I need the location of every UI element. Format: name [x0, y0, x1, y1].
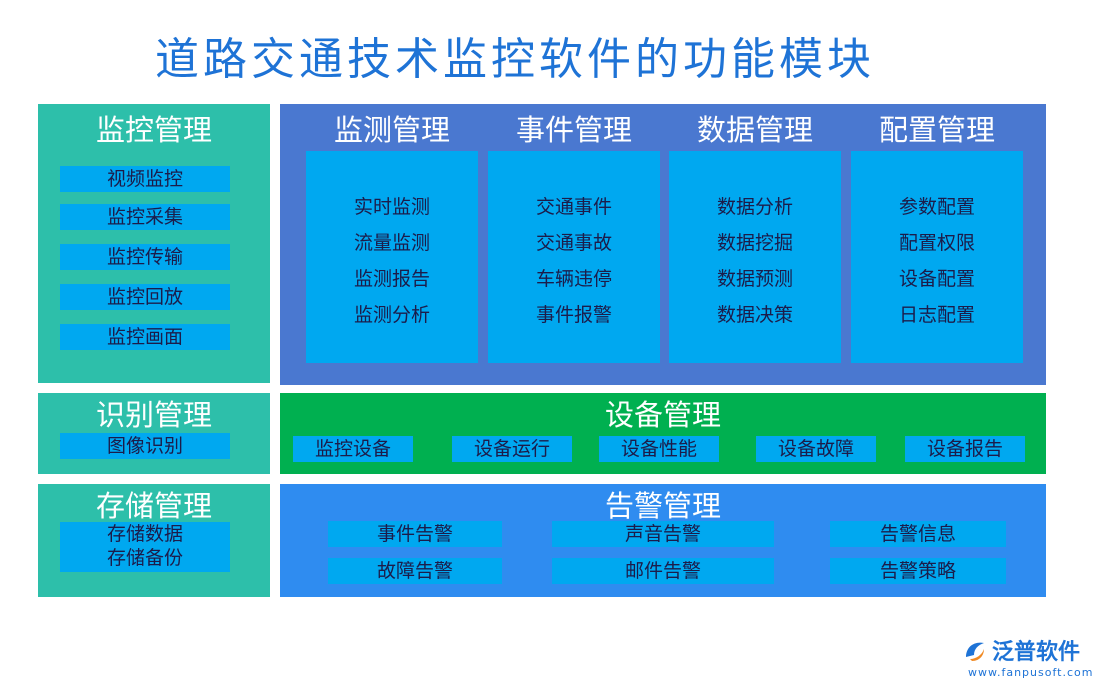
storage-panel: 存储管理 存储数据 存储备份: [38, 484, 270, 597]
column-item: 事件报警: [535, 304, 612, 326]
column-item: 实时监测: [353, 196, 430, 218]
monitor-item: 监控采集: [60, 204, 230, 230]
alarm-title: 告警管理: [604, 489, 721, 523]
alarm-panel: 告警管理 事件告警 声音告警 告警信息 故障告警 邮件告警 告警策略: [280, 484, 1046, 597]
column-title: 配置管理: [878, 113, 995, 147]
storage-items: 存储数据 存储备份: [60, 522, 230, 572]
device-panel: 设备管理 监控设备 设备运行 设备性能 设备故障 设备报告: [280, 393, 1046, 474]
column-title: 监测管理: [333, 113, 450, 147]
column-item: 数据决策: [716, 304, 793, 326]
column-box: 参数配置 配置权限 设备配置 日志配置: [851, 151, 1023, 363]
monitor-item: 监控画面: [60, 324, 230, 350]
column-item: 设备配置: [898, 268, 975, 290]
column-items: 参数配置 配置权限 设备配置 日志配置: [851, 189, 1023, 333]
column-item: 监测分析: [353, 304, 430, 326]
column-title: 数据管理: [696, 113, 813, 147]
column-items: 实时监测 流量监测 监测报告 监测分析: [306, 189, 478, 333]
device-item: 设备运行: [452, 436, 572, 462]
monitor-item: 监控传输: [60, 244, 230, 270]
device-item: 监控设备: [293, 436, 413, 462]
column-title: 事件管理: [515, 113, 632, 147]
column-item: 数据挖掘: [716, 232, 793, 254]
recognition-panel: 识别管理 图像识别: [38, 393, 270, 474]
monitor-item: 监控回放: [60, 284, 230, 310]
column-item: 交通事件: [535, 196, 612, 218]
monitor-title: 监控管理: [95, 113, 212, 147]
device-item: 设备性能: [599, 436, 719, 462]
alarm-item: 告警策略: [830, 558, 1006, 584]
alarm-item: 邮件告警: [552, 558, 774, 584]
monitor-item: 视频监控: [60, 166, 230, 192]
device-item: 设备故障: [756, 436, 876, 462]
core-modules-panel: 监测管理 事件管理 数据管理 配置管理 实时监测 流量监测 监测报告 监测分析 …: [280, 104, 1046, 385]
column-item: 日志配置: [898, 304, 975, 326]
column-item: 监测报告: [353, 268, 430, 290]
column-item: 配置权限: [898, 232, 975, 254]
column-items: 交通事件 交通事故 车辆违停 事件报警: [488, 189, 660, 333]
alarm-item: 告警信息: [830, 521, 1006, 547]
monitor-panel: 监控管理 视频监控 监控采集 监控传输 监控回放 监控画面: [38, 104, 270, 383]
alarm-item: 故障告警: [328, 558, 502, 584]
alarm-item: 事件告警: [328, 521, 502, 547]
column-item: 参数配置: [898, 196, 975, 218]
logo-url[interactable]: www.fanpusoft.com: [968, 666, 1094, 679]
column-item: 车辆违停: [535, 268, 612, 290]
storage-item: 存储数据: [106, 523, 183, 545]
column-item: 交通事故: [535, 232, 612, 254]
column-box: 交通事件 交通事故 车辆违停 事件报警: [488, 151, 660, 363]
alarm-item: 声音告警: [552, 521, 774, 547]
recognition-title: 识别管理: [95, 398, 212, 432]
page-title: 道路交通技术监控软件的功能模块: [155, 34, 875, 85]
brand-logo: 泛普软件 www.fanpusoft.com: [962, 634, 1092, 694]
storage-item: 存储备份: [106, 547, 183, 569]
column-item: 数据分析: [716, 196, 793, 218]
column-box: 数据分析 数据挖掘 数据预测 数据决策: [669, 151, 841, 363]
logo-name: 泛普软件: [992, 640, 1081, 665]
device-title: 设备管理: [604, 398, 721, 432]
fanpu-logo-icon: [966, 642, 984, 661]
device-item: 设备报告: [905, 436, 1025, 462]
recognition-item: 图像识别: [60, 433, 230, 459]
column-box: 实时监测 流量监测 监测报告 监测分析: [306, 151, 478, 363]
column-item: 数据预测: [716, 268, 793, 290]
column-items: 数据分析 数据挖掘 数据预测 数据决策: [669, 189, 841, 333]
storage-title: 存储管理: [95, 489, 212, 523]
column-item: 流量监测: [353, 232, 430, 254]
